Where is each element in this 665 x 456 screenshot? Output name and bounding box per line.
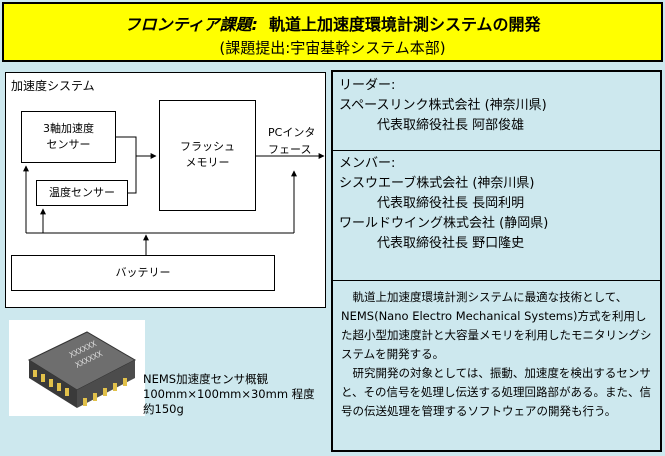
caption-line3: 約150g: [143, 402, 184, 416]
description-para2: 研究開発の対象としては、振動、加速度を検出するセンサと、その信号を処理し伝送する…: [341, 366, 652, 418]
description-para1: 軌道上加速度環境計測システムに最適な技術として、NEMS(Nano Electr…: [341, 290, 652, 361]
members-section: メンバー: シスウエーブ株式会社 (神奈川県) 代表取締役社長 長岡利明 ワール…: [333, 154, 660, 254]
line-temp-to-memory: [128, 156, 137, 194]
section-divider: [333, 280, 660, 281]
caption-line2: 100mm×100mm×30mm 程度: [143, 387, 315, 401]
title-prefix: フロンティア課題:: [124, 15, 258, 34]
member-person-2: 代表取締役社長 野口隆史: [377, 236, 525, 251]
sensor-3axis-line1: 3軸加速度: [43, 122, 94, 135]
arrow-sensor-to-memory: [116, 136, 157, 159]
members-heading: メンバー:: [339, 156, 396, 171]
pc-interface-line2: フェース: [268, 143, 312, 156]
sensor-photo: XXXXXX XXXXXX: [9, 320, 145, 416]
system-diagram-panel: 加速度システム 3軸加速度 センサー 温度センサー フラッシュ メモリー PCイ…: [5, 72, 326, 308]
sensor-chip-image: XXXXXX XXXXXX: [27, 331, 137, 408]
sensor-3axis-box: 3軸加速度 センサー: [21, 111, 116, 163]
header-banner: フロンティア課題: 軌道上加速度環境計測システムの開発 (課題提出:宇宙基幹シス…: [2, 2, 663, 62]
member-person-1: 代表取締役社長 長岡利明: [377, 196, 525, 211]
section-divider: [333, 150, 660, 151]
project-description: 軌道上加速度環境計測システムに最適な技術として、NEMS(Nano Electr…: [341, 288, 654, 421]
pc-interface-line1: PCインタ: [268, 126, 316, 139]
battery-box: バッテリー: [11, 255, 275, 291]
leader-heading: リーダー:: [339, 78, 396, 93]
title-main: 軌道上加速度環境計測システムの開発: [269, 15, 541, 34]
pc-interface-label: PCインタ フェース: [268, 124, 315, 158]
photo-caption: NEMS加速度センサ概観 100mm×100mm×30mm 程度 約150g: [143, 372, 315, 417]
flash-memory-box: フラッシュ メモリー: [159, 100, 256, 211]
page-title: フロンティア課題: 軌道上加速度環境計測システムの開発: [4, 11, 661, 35]
leader-section: リーダー: スペースリンク株式会社 (神奈川県) 代表取締役社長 阿部俊雄: [333, 76, 660, 136]
diagram-connectors: [23, 136, 325, 255]
member-company-2: ワールドウイング株式会社 (静岡県): [339, 216, 549, 231]
sensor-3axis-line2: センサー: [46, 138, 91, 151]
flash-memory-line2: メモリー: [185, 156, 230, 169]
member-company-1: シスウエーブ株式会社 (神奈川県): [339, 176, 535, 191]
system-label: 加速度システム: [11, 79, 95, 93]
page-subtitle: (課題提出:宇宙基幹システム本部): [219, 39, 446, 57]
flash-memory-line1: フラッシュ: [180, 140, 235, 153]
leader-company: スペースリンク株式会社 (神奈川県): [339, 98, 547, 113]
leader-person: 代表取締役社長 阿部俊雄: [377, 118, 525, 133]
caption-line1: NEMS加速度センサ概観: [143, 372, 269, 386]
team-info-panel: リーダー: スペースリンク株式会社 (神奈川県) 代表取締役社長 阿部俊雄 メン…: [331, 70, 662, 452]
temp-sensor-box: 温度センサー: [36, 180, 128, 206]
